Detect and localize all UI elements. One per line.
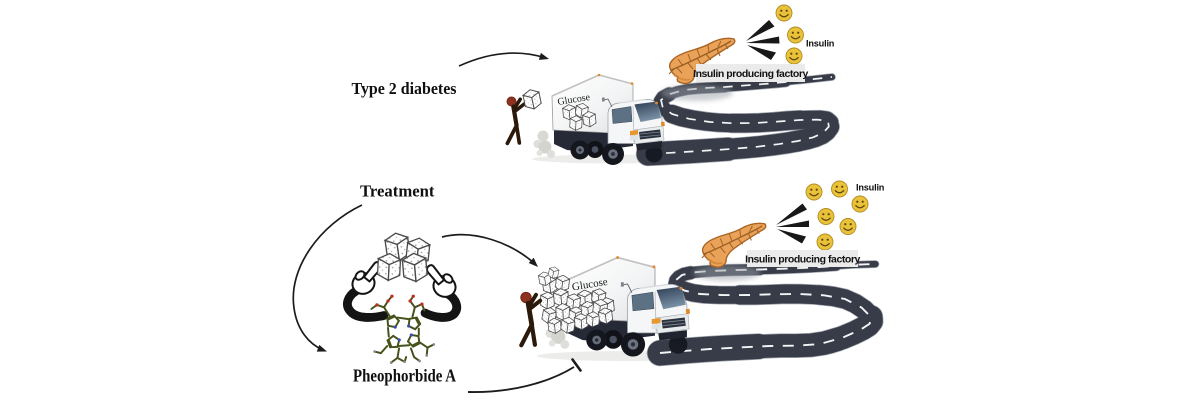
- svg-text:Insulin: Insulin: [856, 183, 885, 193]
- svg-text:Insulin: Insulin: [806, 39, 835, 49]
- svg-text:Insulin producing factory: Insulin producing factory: [693, 68, 808, 80]
- svg-text:Type 2 diabetes: Type 2 diabetes: [352, 79, 458, 98]
- svg-text:Glucose: Glucose: [571, 276, 609, 294]
- svg-text:Insulin producing factory: Insulin producing factory: [745, 254, 860, 266]
- svg-text:Glucose: Glucose: [557, 92, 592, 108]
- svg-text:Treatment: Treatment: [360, 182, 435, 201]
- svg-text:Pheophorbide A: Pheophorbide A: [353, 366, 456, 386]
